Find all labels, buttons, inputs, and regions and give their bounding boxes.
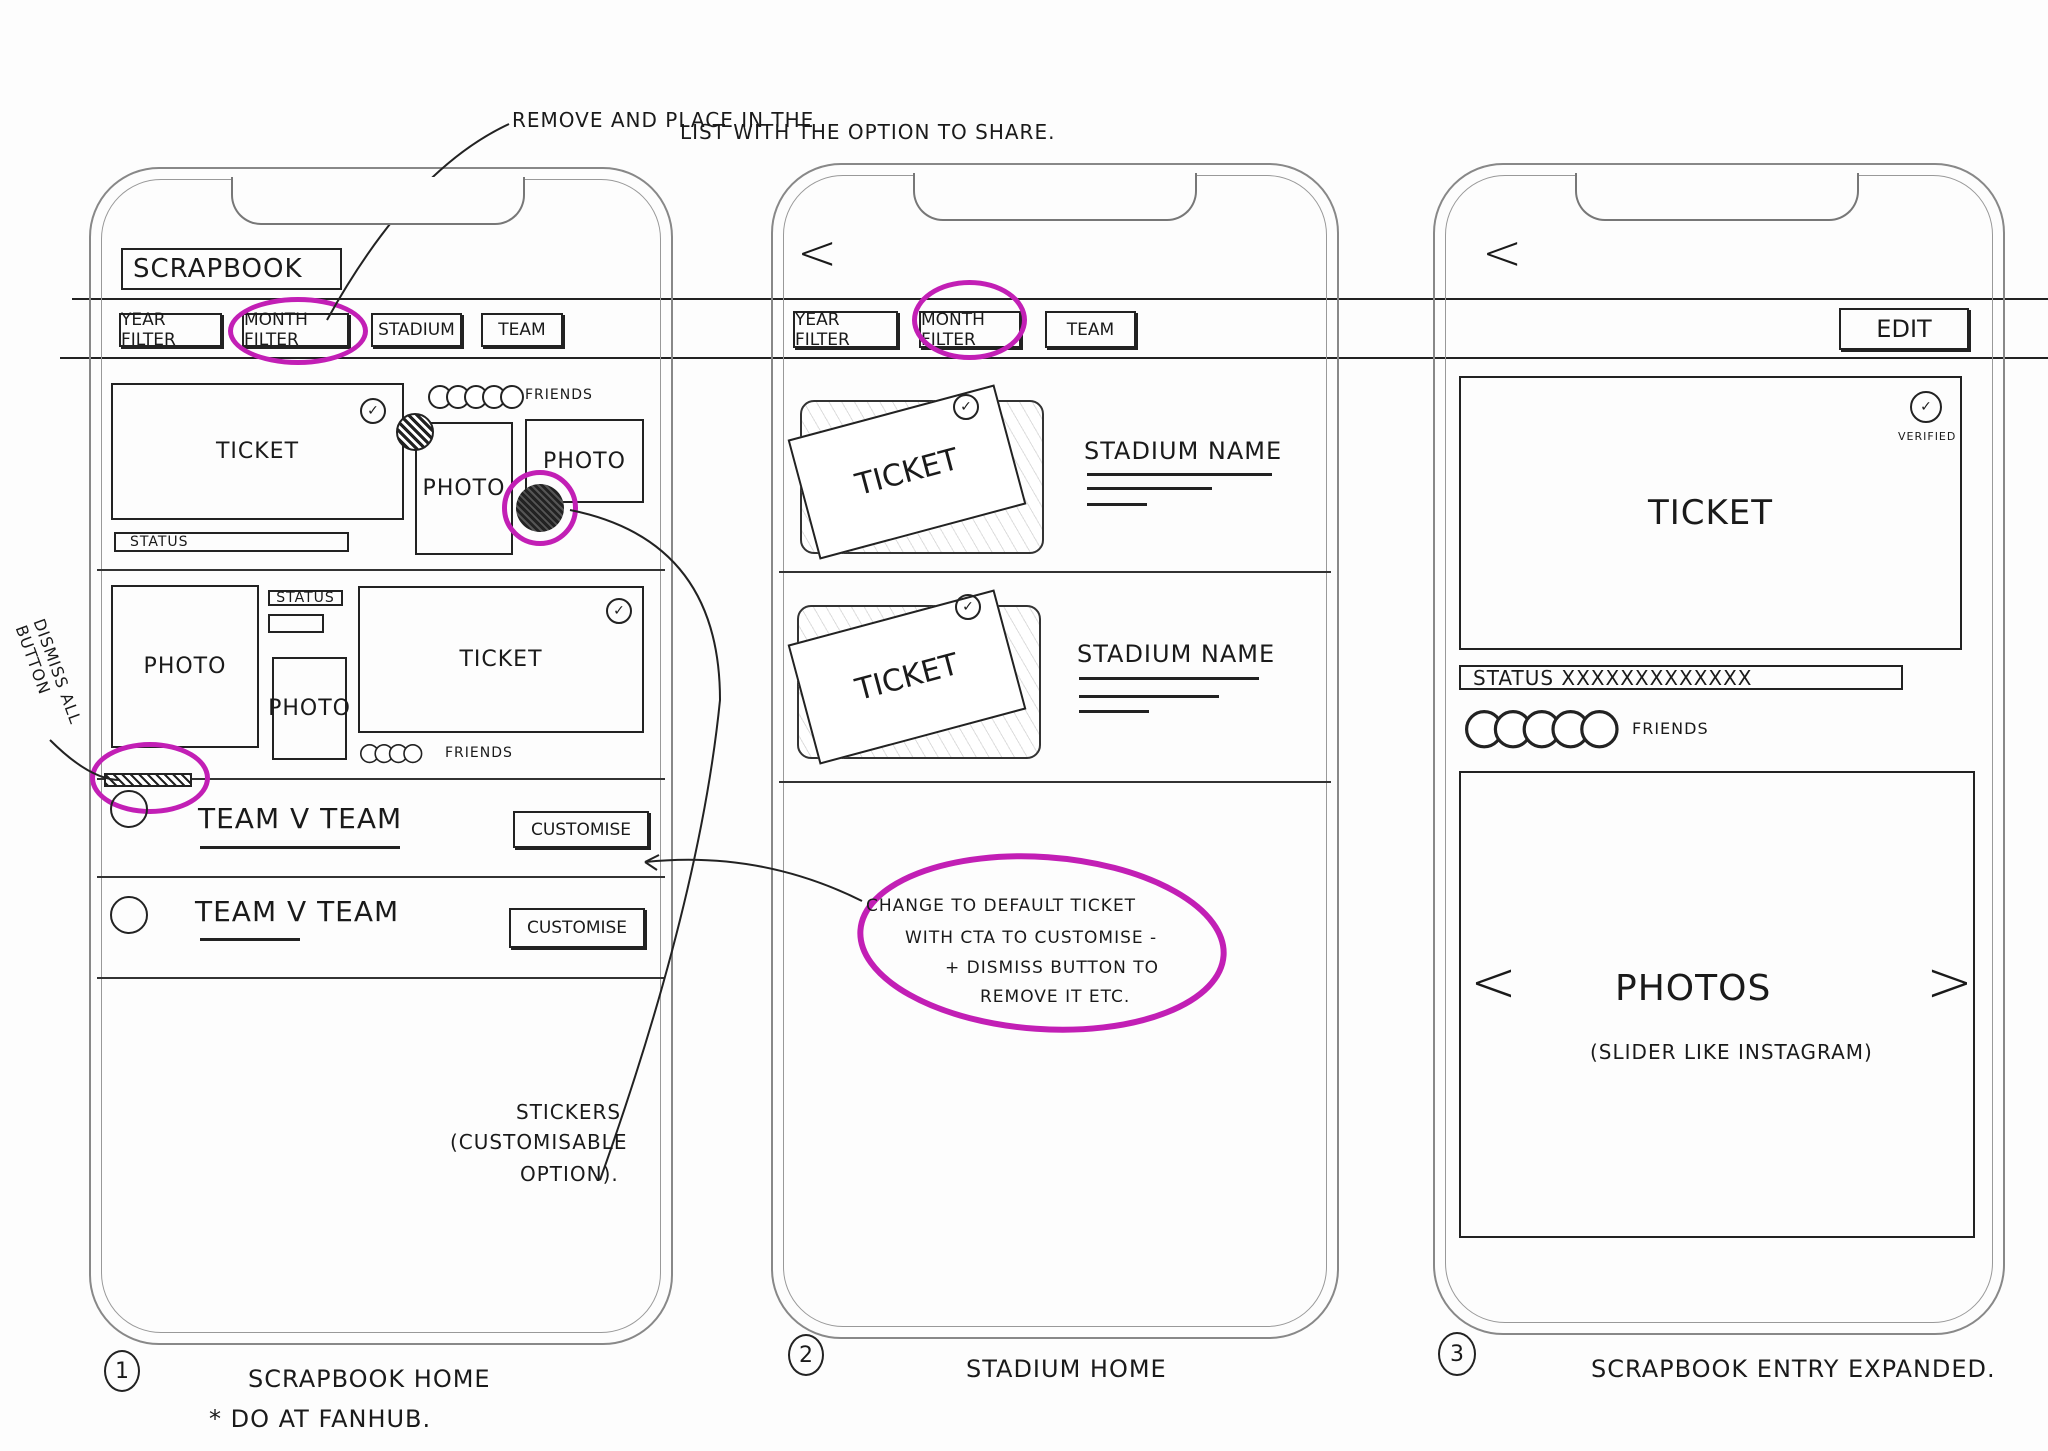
annotation-text: (customisable bbox=[450, 1130, 628, 1154]
match-title: Team v Team bbox=[195, 895, 400, 928]
annotation-text: Stickers bbox=[516, 1100, 622, 1124]
check-icon: ✓ bbox=[953, 394, 979, 420]
guide-line-bottom bbox=[60, 357, 2048, 359]
text-line bbox=[1087, 473, 1272, 476]
annotation-text: Change to default ticket bbox=[866, 896, 1137, 916]
friends-avatars bbox=[1465, 710, 1619, 755]
ticket-card[interactable]: Ticket bbox=[111, 383, 404, 520]
back-chevron-icon[interactable]: < bbox=[797, 225, 839, 281]
text-line bbox=[1079, 695, 1219, 698]
screen-caption: Stadium Home bbox=[966, 1355, 1167, 1383]
status-bar-small bbox=[268, 614, 324, 633]
text-line bbox=[1087, 503, 1147, 506]
annotation-text: Dismiss all button bbox=[11, 616, 86, 727]
filter-team[interactable]: Team bbox=[481, 313, 563, 347]
customise-button[interactable]: Customise bbox=[509, 908, 645, 948]
phone-notch bbox=[1575, 173, 1859, 221]
screen-number: 2 bbox=[788, 1334, 824, 1376]
phone-notch bbox=[231, 177, 525, 225]
guide-line-top bbox=[72, 298, 2048, 300]
slider-next-chevron-icon[interactable]: > bbox=[1926, 950, 1974, 1015]
friends-avatars bbox=[428, 385, 524, 413]
edit-button[interactable]: Edit bbox=[1839, 308, 1969, 350]
divider bbox=[779, 571, 1331, 573]
match-title: Team v Team bbox=[198, 802, 403, 835]
phone-notch bbox=[913, 173, 1197, 221]
check-icon: ✓ bbox=[360, 398, 386, 424]
screen-caption: Scrapbook Home bbox=[248, 1365, 491, 1393]
filter-team[interactable]: Team bbox=[1045, 311, 1136, 348]
annotation-text: with CTA to customise - bbox=[905, 928, 1158, 948]
friends-label: Friends bbox=[1632, 719, 1709, 738]
annotation-text: remove it etc. bbox=[980, 987, 1131, 1007]
photo-slider[interactable] bbox=[1459, 771, 1975, 1238]
divider bbox=[97, 778, 665, 780]
stadium-name: Stadium Name bbox=[1084, 437, 1283, 465]
photos-label: Photos bbox=[1615, 968, 1772, 1009]
divider bbox=[779, 781, 1331, 783]
highlight-month-filter bbox=[912, 280, 1027, 360]
filter-stadium[interactable]: Stadium bbox=[371, 313, 462, 347]
verified-label: Verified bbox=[1898, 430, 1957, 443]
annotation-text: option). bbox=[520, 1162, 619, 1186]
customise-button[interactable]: Customise bbox=[513, 811, 649, 848]
friends-label: Friends bbox=[525, 387, 593, 403]
divider bbox=[97, 569, 665, 571]
ticket-card[interactable]: Ticket bbox=[1459, 376, 1962, 650]
divider bbox=[97, 977, 665, 979]
screen-number: 3 bbox=[1438, 1332, 1476, 1376]
filter-year[interactable]: Year Filter bbox=[119, 310, 222, 350]
friends-avatars bbox=[360, 744, 423, 766]
verified-check-icon: ✓ bbox=[1910, 391, 1942, 423]
screen-caption: Scrapbook Entry Expanded. bbox=[1591, 1355, 1996, 1383]
status-bar: Status XXXXXXXXXXXXX bbox=[1459, 665, 1903, 690]
back-chevron-icon[interactable]: < bbox=[1482, 225, 1524, 281]
divider bbox=[97, 876, 665, 878]
scrapbook-title: Scrapbook bbox=[121, 248, 342, 290]
phone-frame-stadium-home bbox=[771, 163, 1339, 1339]
text-line bbox=[1079, 677, 1259, 680]
filter-year[interactable]: Year Filter bbox=[793, 310, 898, 350]
stadium-name: Stadium Name bbox=[1077, 640, 1276, 668]
friends-label: Friends bbox=[445, 745, 513, 761]
annotation-text: list with the option to share. bbox=[680, 120, 1056, 144]
ticket-card[interactable]: Ticket bbox=[358, 586, 644, 733]
status-bar: Status bbox=[114, 532, 349, 552]
photo-tile[interactable]: Photo bbox=[525, 419, 644, 503]
annotation-text: Remove and place in the bbox=[512, 108, 815, 132]
photos-note: (Slider like Instagram) bbox=[1590, 1040, 1873, 1064]
underline bbox=[200, 846, 400, 849]
check-icon: ✓ bbox=[606, 598, 632, 624]
highlight-dismiss bbox=[90, 742, 210, 814]
team-badge-icon bbox=[110, 896, 148, 934]
screen-subcaption: * Do at FanHub. bbox=[209, 1405, 432, 1433]
phone-frame-entry-expanded bbox=[1433, 163, 2005, 1335]
text-line bbox=[1087, 487, 1212, 490]
status-bar: Status bbox=[268, 590, 343, 606]
highlight-month-filter bbox=[228, 297, 368, 365]
highlight-sticker bbox=[502, 470, 578, 546]
photo-tile[interactable]: Photo bbox=[268, 657, 350, 760]
check-icon: ✓ bbox=[955, 594, 981, 620]
sticker-icon[interactable] bbox=[396, 413, 434, 451]
photo-tile[interactable]: Photo bbox=[111, 585, 259, 748]
annotation-text: + dismiss button to bbox=[945, 958, 1160, 978]
underline bbox=[200, 938, 300, 941]
text-line bbox=[1079, 710, 1149, 713]
slider-prev-chevron-icon[interactable]: < bbox=[1470, 950, 1518, 1015]
team-badge-icon bbox=[110, 790, 148, 828]
screen-number: 1 bbox=[104, 1350, 140, 1392]
